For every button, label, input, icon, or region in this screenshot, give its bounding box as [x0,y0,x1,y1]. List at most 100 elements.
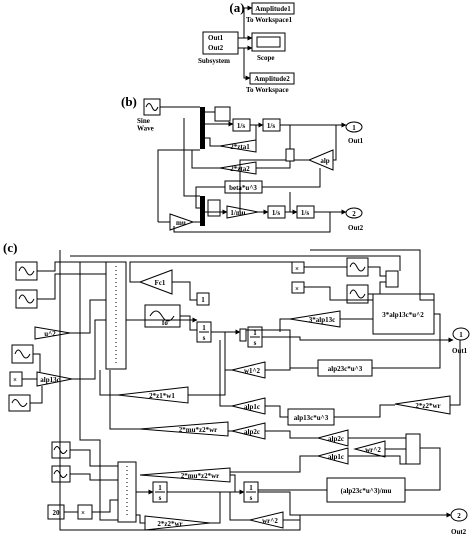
gain-2z2wr[interactable]: 2*z2*wr [394,395,451,415]
outport-b2-num: 2 [352,210,356,218]
mux-block-c1[interactable] [105,261,127,370]
gain-u2-label: u^2 [44,330,56,338]
constant-20[interactable]: 20 [47,504,65,520]
constant-1-label: 1 [201,296,205,304]
fcn-beta[interactable]: beta*u^3 [224,180,263,194]
gain-2z1w1[interactable]: 2*z1*w1 [117,386,189,404]
gain-alp1c-b[interactable]: alp1c [316,447,349,465]
integrator-c2-num: 1 [253,329,257,337]
integrator-c1-den: s [203,334,206,342]
product-block-c2[interactable]: × [291,281,305,294]
scope-block-c1[interactable] [385,270,399,288]
signal-out-icon: fo [162,319,168,327]
panel-a-wires [238,5,253,81]
fcn-alp23c-mu[interactable]: (alp23c*u^3)/mu [326,477,406,503]
gain-alp2c-a[interactable]: alp2c [231,422,266,440]
gain-3alp13c[interactable]: 3*alp13c [289,310,341,328]
to-workspace2-block[interactable]: Amplitude2 To Workspace [246,72,295,94]
gain-mu-label: mu [176,219,186,227]
integrator-c3[interactable]: 1 s [152,481,168,503]
integrator-b1[interactable]: 1/s [232,118,251,132]
sum-c1[interactable] [239,328,247,342]
product-icon: × [295,265,299,273]
gain-2zta1[interactable]: 2*zta1 [219,139,257,153]
outport-b2[interactable]: 2 Out2 [345,207,364,232]
sine-block-c6[interactable] [8,394,31,412]
outport-c2[interactable]: 2 Out2 [450,508,468,536]
product-block-c4[interactable]: × [77,504,93,520]
integrator-c1[interactable]: 1 s [196,321,212,343]
sine-block-c4[interactable] [15,289,38,309]
subsystem-caption: Subsystem [198,57,230,65]
fcn-alp23c-label: alp23c*u^3 [328,365,363,373]
constant-1[interactable]: 1 [196,292,210,306]
fcn-3alp13c-u2[interactable]: 3*alp13c*u^2 [372,293,435,335]
sum-b1[interactable] [285,148,295,162]
mux-block-c3[interactable] [117,461,137,523]
fcn-3alp13c-u2-label: 3*alp13c*u^2 [382,311,424,319]
fcn-fc1[interactable]: Fc1 [138,269,173,295]
product-icon: × [81,509,85,517]
scope-block[interactable]: Scope [251,32,286,62]
panel-b-wires [157,106,347,233]
subsystem-block[interactable]: Out1 Out2 Subsystem [198,31,239,65]
sine-icon [18,266,35,276]
gain-u2[interactable]: u^2 [34,326,71,340]
subsystem-port-out2: Out2 [208,44,224,52]
panel-c-wires [22,249,461,531]
to-workspace1-block[interactable]: Amplitude1 To Workspace1 [246,2,295,24]
gain-alp-label: alp [320,157,329,165]
integrator-c1-num: 1 [202,324,206,332]
mux-block-c2[interactable] [405,433,421,465]
fcn-beta-label: beta*u^3 [229,184,257,192]
scope-block-b2[interactable] [207,199,221,217]
gain-w1sq-label: w1^2 [244,367,261,375]
gain-2zta1-label: 2*zta1 [230,143,250,151]
integrator-c3-num: 1 [158,484,162,492]
outport-b2-name: Out2 [348,224,364,232]
sine-block-c3[interactable] [15,261,38,281]
gain-invmu[interactable]: 1/mu [226,205,259,219]
gain-alp13c[interactable]: alp13c [36,371,73,387]
gain-w1sq[interactable]: w1^2 [231,361,266,379]
gain-2z2wr-b[interactable]: 2*z2*wr [144,515,211,531]
integrator-c3-den: s [159,494,162,502]
signal-block-c[interactable]: fo [144,304,181,328]
outport-c1-num: 1 [459,331,463,339]
panel-a: (a) Out1 Out2 Subsystem Amplitude1 To Wo… [198,0,295,94]
to-workspace1-caption: To Workspace1 [246,16,293,24]
integrator-b4[interactable]: 1/s [296,205,315,219]
integrator-b3[interactable]: 1/s [267,205,286,219]
gain-2zta2[interactable]: 2*zta2 [219,161,257,175]
sine-block-c7[interactable] [51,441,71,459]
integrator-c4-den: s [250,494,253,502]
product-block-c3[interactable]: × [9,371,23,387]
gain-wrsq-b[interactable]: wr^2 [249,511,284,529]
subsystem-port-out1: Out1 [208,34,224,42]
panel-c: (c) × × [3,240,470,536]
integrator-c4-num: 1 [249,484,253,492]
gain-alp1c-a[interactable]: alp1c [231,397,266,415]
gain-mu[interactable]: mu [169,213,195,231]
gain-alp2c-b[interactable]: alp2c [316,429,349,447]
gain-wrsq-a[interactable]: wr^2 [353,440,386,458]
mux-block-b2[interactable] [200,196,205,226]
fcn-alp13c-u3[interactable]: alp13c*u^3 [287,408,335,426]
integrator-b2[interactable]: 1/s [262,118,281,132]
scope-block-b1[interactable] [214,106,231,122]
sine-block-c5[interactable] [11,344,34,364]
gain-2muz2wr-a[interactable]: 2*mu*z2*wr [139,421,229,437]
mux-block-b1[interactable] [200,107,205,149]
sine-block-c8[interactable] [51,465,71,483]
gain-alp2c-a-label: alp2c [244,428,260,436]
gain-2muz2wr-b[interactable]: 2*mu*z2*wr [139,467,231,483]
gain-alp[interactable]: alp [307,149,334,171]
gain-alp1c-b-label: alp1c [328,453,344,461]
outport-b1[interactable]: 1 Out1 [345,121,364,145]
integrator-c4[interactable]: 1 s [243,481,259,503]
fcn-alp23c[interactable]: alp23c*u^3 [317,359,373,377]
product-block-c1[interactable]: × [291,261,305,274]
sine-block-c1[interactable] [346,257,369,277]
